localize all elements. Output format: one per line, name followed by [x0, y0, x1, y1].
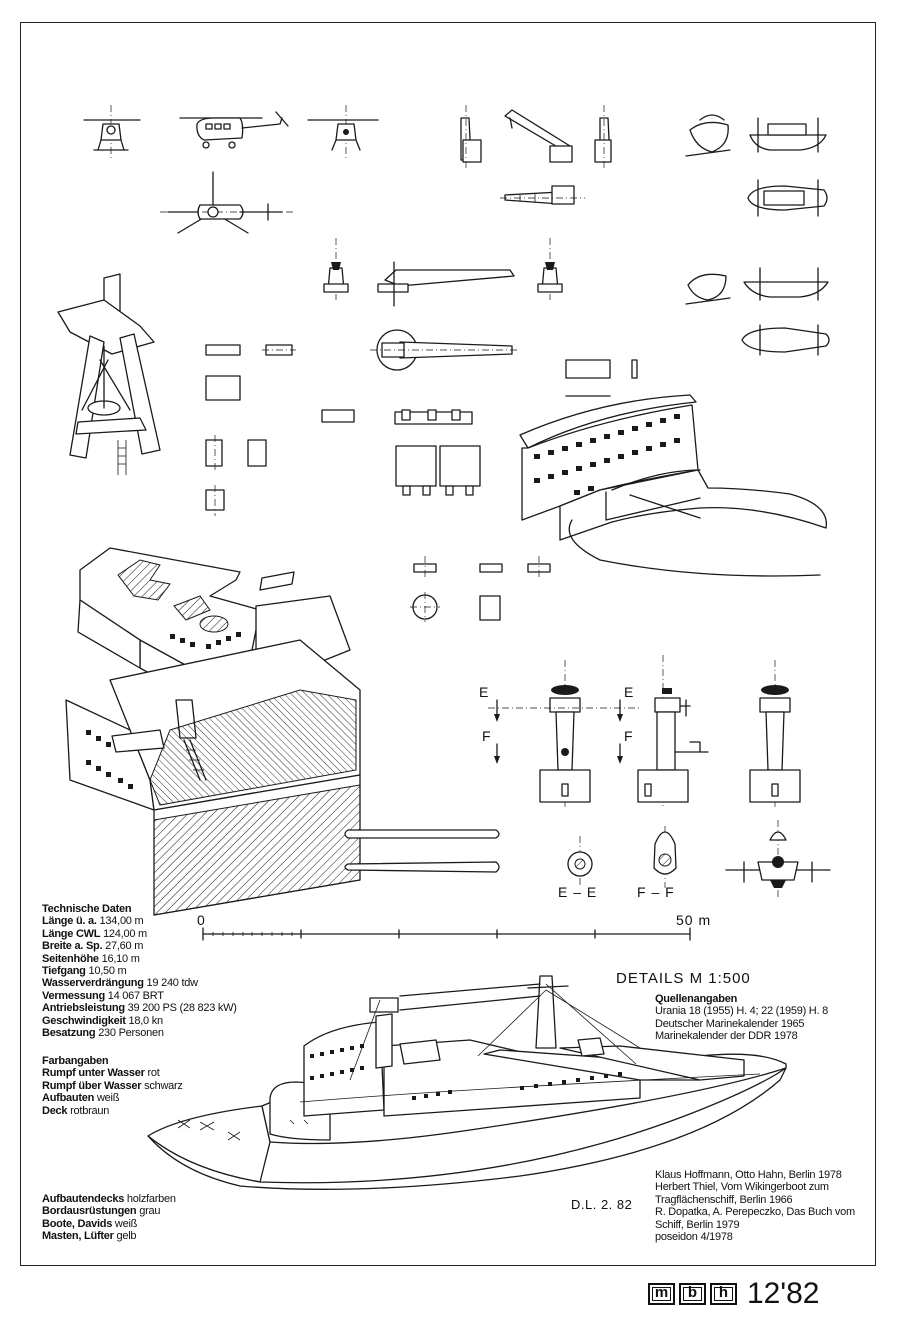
bibliography-line: Schiff, Berlin 1979 [655, 1218, 740, 1231]
section-label-e-e: E – E [558, 884, 598, 900]
details-scale-title: DETAILS M 1:500 [616, 970, 751, 987]
section-label-f-left: F [482, 728, 492, 744]
bibliography-line: Tragflächenschiff, Berlin 1966 [655, 1193, 793, 1206]
sources-heading: Quellenangaben [655, 993, 738, 1005]
logo-box-h: h [710, 1283, 737, 1305]
tech-row: Seitenhöhe 16,10 m [42, 952, 140, 965]
bibliography-line: Klaus Hoffmann, Otto Hahn, Berlin 1978 [655, 1169, 842, 1181]
helicopter-rear-view [308, 105, 378, 158]
lifeboat-side-view [750, 118, 826, 152]
issue-number: 12'82 [747, 1277, 820, 1310]
designation-code: D.L. 2. 82 [571, 1197, 633, 1212]
ship-perspective-view [148, 976, 786, 1189]
section-f-f [654, 826, 676, 888]
drawing-sheet-frame [20, 22, 876, 1266]
mast-elevation-3 [750, 660, 800, 808]
boom-symbols [345, 830, 499, 872]
bibliography-line: Herbert Thiel, Vom Wikingerboot zum [655, 1181, 829, 1194]
section-label-f-f: F – F [637, 884, 675, 900]
sources-block: Quellenangaben Urania 18 (1955) H. 4; 22… [655, 993, 828, 1043]
color-row: Rumpf unter Wasser rot [42, 1067, 160, 1080]
mast-plan-view [726, 820, 830, 900]
crane-top-view [500, 186, 585, 204]
mast-elevation-1 [488, 660, 640, 808]
ventilator-symbols [410, 556, 550, 622]
tech-row: Länge ü. a. 134,00 m [42, 915, 144, 928]
motorboat-top-view [742, 325, 829, 355]
section-label-e-left: E [479, 684, 490, 700]
technical-data-block: Technische Daten Länge ü. a. 134,00 m Lä… [42, 903, 237, 1039]
logo-box-m: m [648, 1283, 675, 1305]
source-line: Marinekalender der DDR 1978 [655, 1030, 798, 1043]
technical-data-heading: Technische Daten [42, 903, 132, 915]
bibliography-block: Klaus Hoffmann, Otto Hahn, Berlin 1978 H… [655, 1169, 855, 1243]
motorboat-end-view [686, 274, 730, 304]
section-label-f-right: F [624, 728, 634, 744]
logo-box-b: b [679, 1283, 706, 1305]
deck-crane-front [324, 238, 348, 300]
scale-bar-end-label: 50 m [676, 912, 712, 928]
crane-front-view [461, 105, 481, 168]
color-row: Masten, Lüfter gelb [42, 1230, 137, 1243]
tech-row: Tiefgang 10,50 m [42, 965, 127, 978]
color-row: Rumpf über Wasser schwarz [42, 1079, 183, 1092]
color-data-heading: Farbangaben [42, 1055, 109, 1067]
section-arrows [494, 700, 623, 764]
color-data-block: Farbangaben Rumpf unter Wasser rot Rumpf… [42, 1055, 183, 1117]
color-row: Boote, Davids weiß [42, 1217, 138, 1230]
lifeboat-end-view [686, 115, 730, 156]
small-fittings [206, 345, 637, 516]
tech-row: Besatzung 230 Personen [42, 1027, 164, 1040]
lifeboat-top-view [748, 180, 827, 216]
publisher-footer: m b h 12'82 [648, 1274, 819, 1314]
tech-row: Breite a. Sp. 27,60 m [42, 940, 144, 953]
deck-crane-side [378, 262, 514, 306]
bibliography-line: R. Dopatka, A. Perepeczko, Das Buch vom [655, 1206, 855, 1219]
mast-elevation-2 [638, 655, 708, 808]
tech-row: Geschwindigkeit 18,0 kn [42, 1014, 163, 1027]
tech-row: Antriebsleistung 39 200 PS (28 823 kW) [42, 1002, 237, 1015]
crane-rear-view [595, 105, 611, 168]
section-label-e-right: E [624, 684, 635, 700]
source-line: Urania 18 (1955) H. 4; 22 (1959) H. 8 [655, 1005, 828, 1018]
helicopter-side-view [180, 112, 288, 148]
crane-side-view [505, 110, 572, 162]
color-row: Deck rotbraun [42, 1104, 110, 1117]
deck-crane-top [370, 330, 520, 370]
color-data-block-2: Aufbautendecks holzfarben Bordausrüstung… [42, 1193, 176, 1243]
helicopter-front-view [84, 105, 140, 158]
color-row: Bordausrüstungen grau [42, 1205, 161, 1218]
kingpost-mast-isometric [58, 274, 160, 475]
superstructure-isometric-view [66, 548, 360, 915]
scale-bar [203, 928, 690, 940]
color-row: Aufbautendecks holzfarben [42, 1193, 176, 1205]
section-e-e [568, 836, 592, 888]
tech-row: Wasserverdrängung 19 240 tdw [42, 977, 198, 990]
source-line: Deutscher Marinekalender 1965 [655, 1017, 805, 1030]
bibliography-line: poseidon 4/1978 [655, 1231, 733, 1244]
motorboat-side-view [744, 268, 828, 300]
deck-crane-rear [538, 238, 562, 300]
tech-row: Vermessung 14 067 BRT [42, 989, 164, 1002]
stern-perspective-view [520, 395, 826, 576]
color-row: Aufbauten weiß [42, 1092, 120, 1105]
tech-row: Länge CWL 124,00 m [42, 927, 147, 940]
scale-bar-start-label: 0 [197, 912, 206, 928]
helicopter-top-view [160, 172, 295, 233]
